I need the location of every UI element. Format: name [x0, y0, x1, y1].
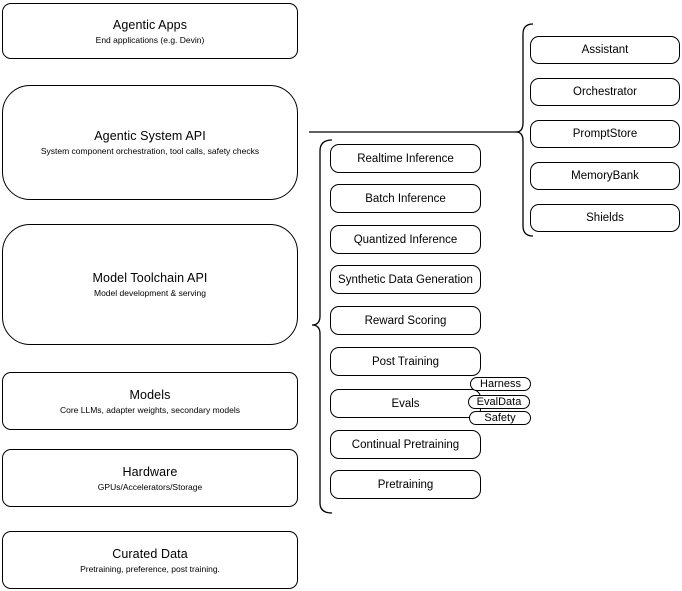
node-orchestrator: Orchestrator [530, 78, 680, 106]
node-title: Agentic System API [94, 129, 206, 143]
node-label: MemoryBank [571, 170, 639, 182]
node-label: Reward Scoring [364, 314, 447, 327]
toolchain-brace [311, 139, 333, 514]
tag-evaldata: EvalData [468, 395, 530, 409]
node-label: Post Training [371, 355, 440, 368]
node-pretraining: Pretraining [330, 470, 481, 499]
node-memorybank: MemoryBank [530, 162, 680, 190]
node-continual-pretraining: Continual Pretraining [330, 430, 481, 459]
node-agentic-system-api: Agentic System API System component orch… [2, 85, 298, 200]
node-label: PromptStore [572, 128, 638, 140]
tag-label: Safety [484, 411, 516, 424]
node-subtitle: GPUs/Accelerators/Storage [97, 481, 203, 492]
node-label: Synthetic Data Generation [338, 273, 473, 286]
node-title: Agentic Apps [112, 17, 188, 32]
tag-safety: Safety [469, 411, 531, 425]
node-evals: Evals [330, 389, 481, 418]
node-title: Curated Data [112, 546, 188, 561]
node-synthetic-data-generation: Synthetic Data Generation [330, 265, 481, 294]
node-label: Quantized Inference [353, 233, 458, 246]
node-title: Hardware [122, 464, 178, 479]
node-subtitle: Pretraining, preference, post training. [80, 563, 220, 574]
system-components-brace [515, 23, 534, 237]
node-subtitle: System component orchestration, tool cal… [40, 146, 260, 156]
tag-label: EvalData [476, 395, 522, 408]
node-subtitle: End applications (e.g. Devin) [95, 34, 205, 45]
node-label: Batch Inference [365, 192, 446, 205]
node-post-training: Post Training [330, 347, 481, 376]
node-label: Pretraining [377, 478, 434, 491]
node-subtitle: Model development & serving [94, 288, 206, 298]
node-quantized-inference: Quantized Inference [330, 225, 481, 254]
node-title: Models [129, 387, 171, 402]
node-model-toolchain-api: Model Toolchain API Model development & … [2, 224, 298, 345]
node-models: Models Core LLMs, adapter weights, secon… [2, 372, 298, 430]
node-agentic-apps: Agentic Apps End applications (e.g. Devi… [2, 3, 298, 59]
node-hardware: Hardware GPUs/Accelerators/Storage [2, 449, 298, 507]
node-batch-inference: Batch Inference [330, 184, 481, 213]
node-label: Evals [391, 397, 420, 410]
node-label: Continual Pretraining [351, 438, 460, 451]
node-label: Assistant [581, 44, 629, 56]
node-assistant: Assistant [530, 36, 680, 64]
node-subtitle: Core LLMs, adapter weights, secondary mo… [59, 404, 240, 415]
node-label: Realtime Inference [357, 152, 454, 165]
node-reward-scoring: Reward Scoring [330, 306, 481, 335]
node-curated-data: Curated Data Pretraining, preference, po… [2, 531, 298, 589]
node-realtime-inference: Realtime Inference [330, 144, 481, 173]
node-promptstore: PromptStore [530, 120, 680, 148]
node-shields: Shields [530, 204, 680, 232]
tag-label: Harness [480, 377, 521, 390]
node-label: Orchestrator [573, 86, 637, 98]
tag-harness: Harness [470, 377, 531, 391]
node-title: Model Toolchain API [92, 271, 208, 285]
node-label: Shields [586, 212, 624, 224]
